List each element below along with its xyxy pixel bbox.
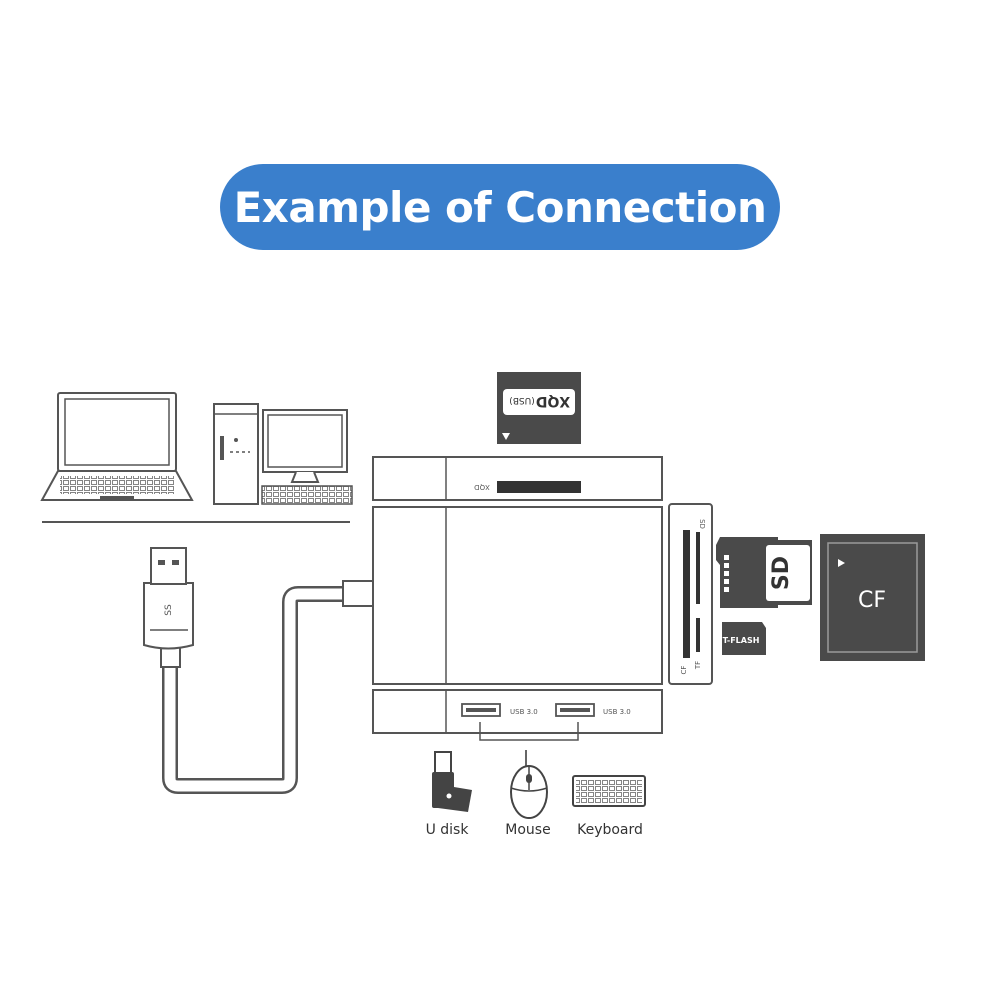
keyboard-label: Keyboard (577, 822, 643, 838)
usb-logo-text: SS (164, 604, 174, 616)
usb-port-2-label: USB 3.0 (603, 708, 631, 716)
mouse-icon (510, 750, 548, 819)
xqd-card-label: XQD (536, 393, 570, 409)
cf-slot-label: CF (680, 666, 688, 675)
xqd-card-icon: XQD (USB) (497, 372, 581, 444)
udisk-label: U disk (426, 822, 470, 838)
sd-slot-label: SD (698, 519, 706, 529)
cf-card-icon: CF (820, 534, 925, 661)
hub-side-card-reader: SD CF TF (668, 503, 713, 685)
cf-card-label: CF (858, 588, 886, 613)
tflash-card-icon: T-FLASH (722, 622, 766, 655)
banner-title: Example of Connection (233, 182, 767, 232)
laptop-icon (40, 392, 194, 501)
sd-slot (696, 532, 700, 604)
cf-slot (683, 530, 690, 658)
desktop-computer-icon (213, 403, 353, 505)
mouse-label: Mouse (505, 822, 550, 838)
xqd-slot (497, 481, 581, 493)
sd-card-icon: SD (716, 537, 812, 608)
tf-slot (696, 618, 700, 652)
title-banner: Example of Connection (220, 164, 780, 250)
xqd-card-sub: (USB) (509, 395, 535, 405)
xqd-slot-label: XQD (474, 483, 490, 491)
usb-flash-drive-icon (432, 751, 472, 812)
usb-port-1-label: USB 3.0 (510, 708, 538, 716)
keyboard-icon (572, 775, 646, 807)
hub-main-body (372, 506, 663, 685)
hub-top-section: XQD (372, 456, 663, 501)
hub-bottom-section: USB 3.0 USB 3.0 (372, 689, 663, 741)
usb-cable: SS (143, 547, 375, 794)
tf-slot-label: TF (694, 661, 702, 670)
sd-card-label: SD (769, 556, 794, 590)
tflash-card-label: T-FLASH (723, 636, 760, 645)
